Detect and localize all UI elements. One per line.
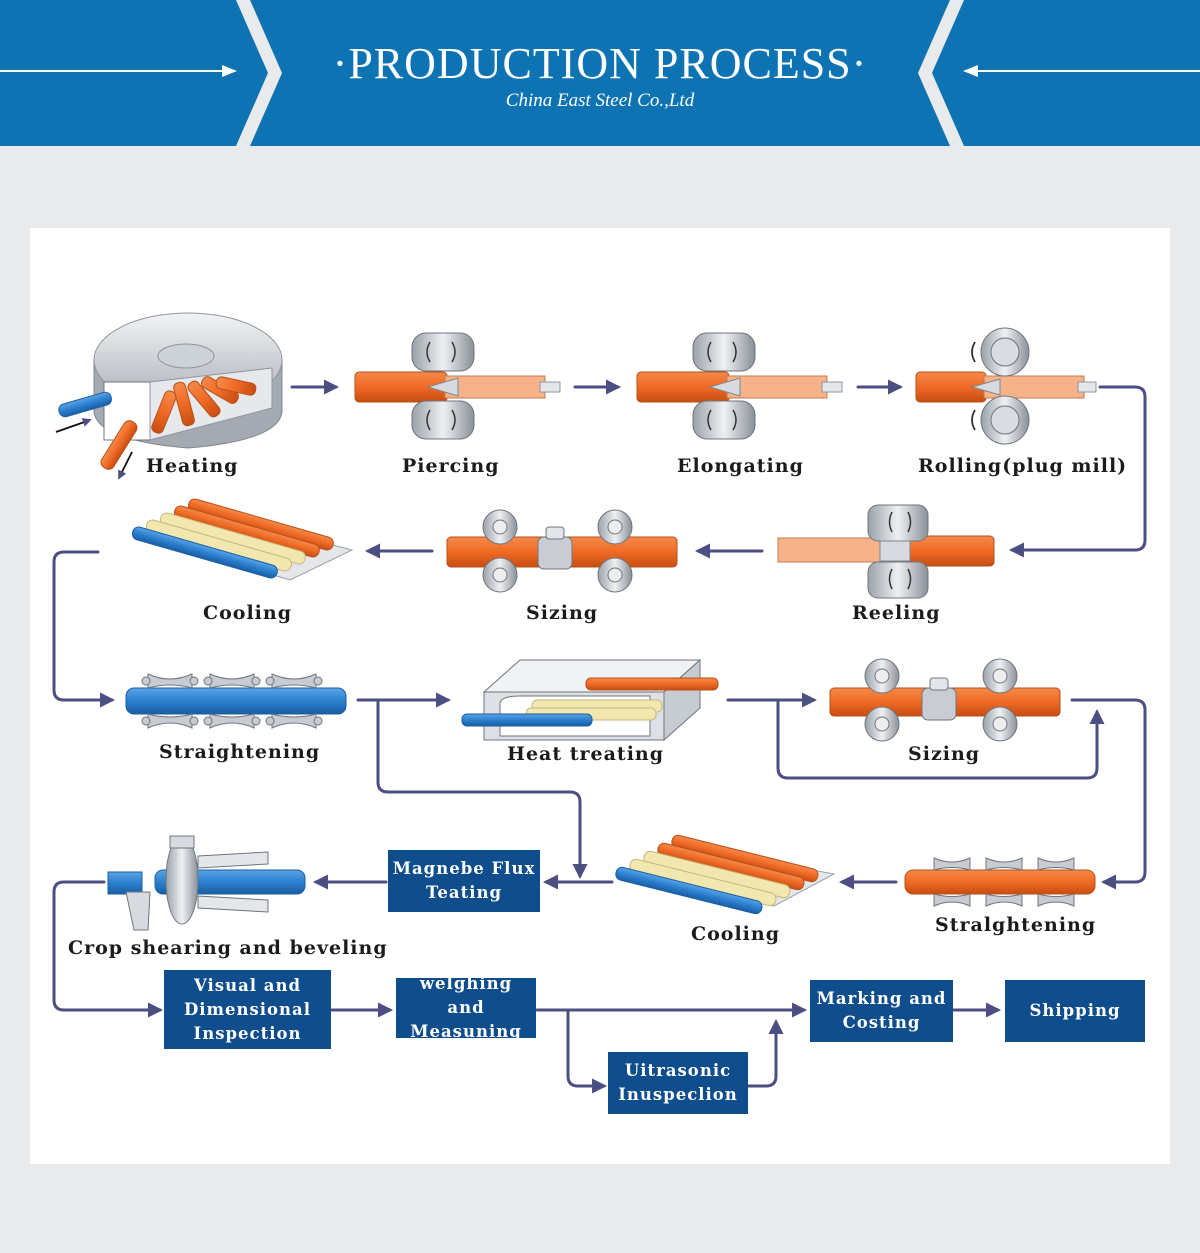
cooling-bed-icon bbox=[131, 498, 354, 581]
step-label-straightening-2: Stralghtening bbox=[935, 914, 1097, 936]
arrow-sizing-straightening bbox=[1070, 698, 1147, 890]
crop-shearing-machine-icon bbox=[107, 835, 306, 931]
box-shipping: Shipping bbox=[1005, 980, 1145, 1042]
box-visual-dimensional-inspection: Visual and Dimensional Inspection bbox=[164, 970, 331, 1049]
step-label-heat-treating: Heat treating bbox=[507, 743, 665, 765]
straightening-machine-2-icon bbox=[904, 857, 1096, 907]
step-label-reeling: Reeling bbox=[852, 602, 941, 624]
step-label-cooling: Cooling bbox=[203, 602, 293, 624]
page-subtitle: China East Steel Co.,Ltd bbox=[505, 90, 695, 111]
step-label-elongating: Elongating bbox=[677, 455, 804, 477]
sizing-mill-2-icon bbox=[829, 658, 1061, 742]
step-label-rolling: Rolling(plug mill) bbox=[918, 455, 1128, 477]
header-banner bbox=[0, 0, 1200, 146]
page-title: ·PRODUCTION PROCESS· bbox=[332, 39, 868, 88]
reeling-mill-icon bbox=[777, 504, 995, 599]
sizing-mill-icon bbox=[446, 509, 678, 593]
box-weighing-measuring: welghing and Measuning bbox=[396, 974, 536, 1041]
banner-left-arrow-icon bbox=[0, 65, 237, 77]
heating-furnace-icon bbox=[55, 312, 283, 480]
step-label-crop-shearing: Crop shearing and beveling bbox=[68, 937, 388, 959]
box-marking-coating: Marking and Costing bbox=[810, 980, 953, 1042]
arrow-ultrasonic-marking bbox=[746, 1019, 784, 1088]
rolling-plug-mill-icon bbox=[915, 327, 1097, 445]
arrow-rolling-reeling bbox=[1009, 385, 1147, 558]
piercing-mill-icon bbox=[354, 332, 561, 440]
straightening-machine-icon bbox=[125, 673, 347, 729]
step-label-cooling-2: Cooling bbox=[691, 923, 781, 945]
arrow-weighing-ultrasonic bbox=[566, 1008, 607, 1094]
arrow-sizing-loop bbox=[776, 698, 1105, 780]
elongating-mill-icon bbox=[636, 332, 843, 440]
step-label-straightening: Straightening bbox=[159, 741, 321, 763]
step-label-sizing: Sizing bbox=[526, 602, 599, 624]
step-label-sizing-2: Sizing bbox=[908, 743, 981, 765]
heat-treating-furnace-icon bbox=[461, 658, 719, 742]
step-label-heating: Heating bbox=[146, 455, 239, 477]
box-magnetic-flux-testing: Magnebe Flux Teating bbox=[388, 850, 540, 912]
banner-right-chevron bbox=[918, 0, 964, 146]
banner-left-chevron bbox=[236, 0, 282, 146]
step-label-piercing: Piercing bbox=[402, 455, 500, 477]
cooling-bed-2-icon bbox=[615, 834, 836, 915]
arrow-crop-visual bbox=[52, 880, 163, 1018]
banner-right-arrow-icon bbox=[963, 65, 1200, 77]
arrow-straightening-bypass bbox=[376, 698, 588, 879]
box-ultrasonic-inspection: Uitrasonic Inuspeclion bbox=[608, 1052, 748, 1114]
arrow-cooling-straightening bbox=[52, 550, 115, 708]
